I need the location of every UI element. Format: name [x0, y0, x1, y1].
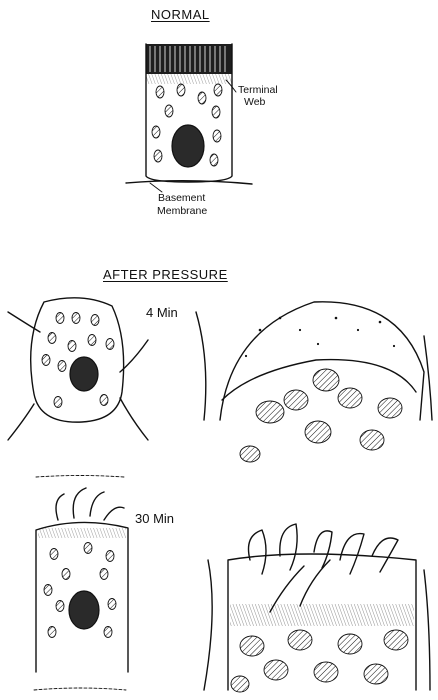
normal-nucleus — [172, 125, 204, 167]
terminal-web — [146, 74, 232, 84]
cell-30-min-small — [34, 488, 128, 690]
cell-4-min-basement — [36, 476, 124, 478]
basement-membrane-leader — [150, 183, 162, 192]
cell-4-min-small — [8, 298, 148, 477]
cell-4-min-enlarged — [196, 302, 432, 462]
cell-30-min-enlarged-mitochondria — [231, 630, 408, 692]
cell-30-min-nucleus — [69, 591, 99, 629]
cell-30-min-enlarged-protrusions — [249, 524, 399, 612]
cell-30-min-basement — [34, 688, 126, 690]
microvilli-brush-border — [146, 44, 232, 74]
normal-cell — [126, 44, 252, 192]
cell-30-min-enlarged-terminal-web — [230, 604, 414, 626]
cell-4-min-enlarged-mitochondria — [240, 369, 402, 462]
cell-4-min-nucleus — [70, 357, 98, 391]
cell-30-min-enlarged — [204, 524, 430, 692]
